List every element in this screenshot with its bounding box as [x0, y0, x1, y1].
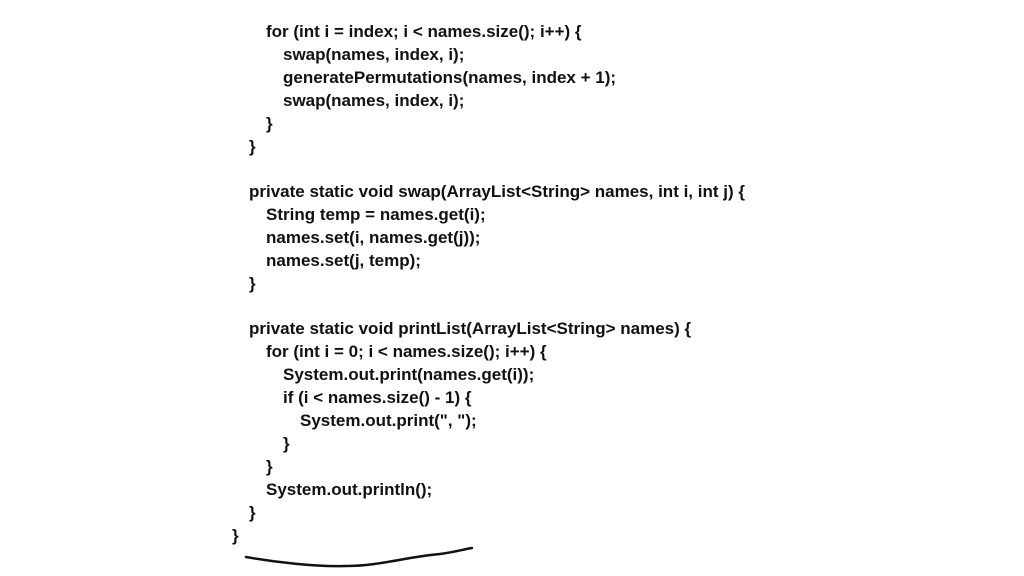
code-line: private static void swap(ArrayList<Strin…: [249, 182, 745, 201]
code-line: }: [249, 274, 256, 293]
code-line: private static void printList(ArrayList<…: [249, 319, 692, 338]
code-line: names.set(j, temp);: [266, 251, 421, 270]
code-line: names.set(i, names.get(j));: [266, 228, 481, 247]
code-line: }: [283, 434, 290, 453]
code-line: System.out.print(", ");: [300, 411, 477, 430]
code-line: System.out.println();: [266, 480, 433, 499]
code-line: swap(names, index, i);: [283, 45, 465, 64]
code-line: for (int i = index; i < names.size(); i+…: [266, 22, 582, 41]
code-line: System.out.print(names.get(i));: [283, 365, 535, 384]
code-line: swap(names, index, i);: [283, 91, 465, 110]
code-line: }: [232, 526, 239, 545]
code-line: if (i < names.size() - 1) {: [283, 388, 472, 407]
code-line: }: [266, 114, 273, 133]
code-line: }: [249, 137, 256, 156]
code-line: }: [266, 457, 273, 476]
code-line: for (int i = 0; i < names.size(); i++) {: [266, 342, 547, 361]
code-line: String temp = names.get(i);: [266, 205, 486, 224]
code-line: generatePermutations(names, index + 1);: [283, 68, 617, 87]
code-line: }: [249, 503, 256, 522]
